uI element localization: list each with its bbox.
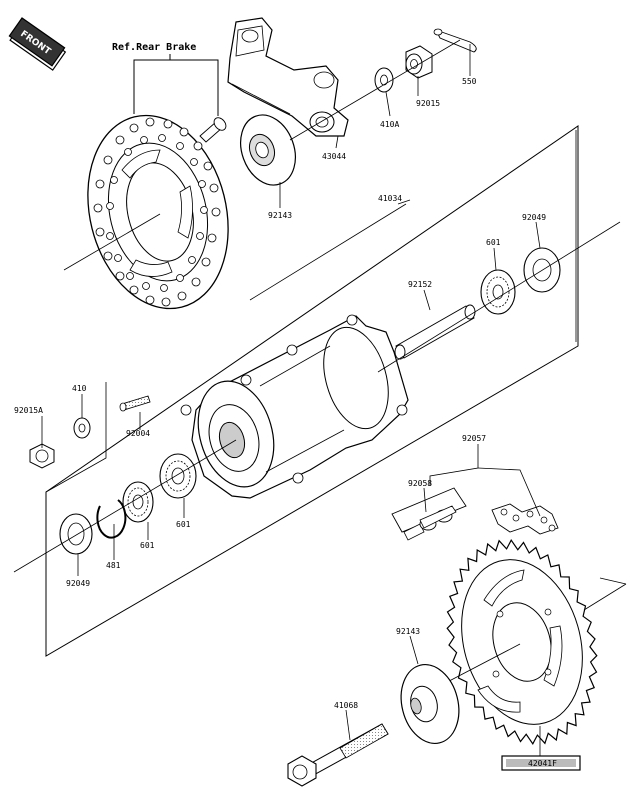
- caliper-bracket: [227, 17, 349, 137]
- label-481: 481: [106, 561, 121, 570]
- label-92015: 92015: [416, 99, 440, 108]
- bearing-left-inner: [159, 453, 197, 499]
- label-92143-lower: 92143: [396, 627, 420, 636]
- bearing-right: [480, 269, 516, 315]
- stud-92004: [119, 395, 151, 412]
- bearing-left-outer: [122, 481, 154, 523]
- ref-rear-brake-note: Ref.Rear Brake: [112, 42, 196, 53]
- drive-chain: [491, 503, 559, 535]
- rear-sprocket: [446, 539, 598, 745]
- wheel-hub: [180, 314, 409, 499]
- part-labels: 550 92015 410A 43044 92143 41034 92049 6…: [14, 77, 546, 710]
- label-41068: 41068: [334, 701, 358, 710]
- label-92058: 92058: [408, 479, 432, 488]
- label-601-left-outer: 601: [140, 541, 155, 550]
- label-601-right: 601: [486, 238, 501, 247]
- label-92057: 92057: [462, 434, 486, 443]
- label-42041f-box: 42041F: [501, 755, 581, 771]
- nut-92015: [405, 45, 433, 79]
- cotter-pin: [433, 28, 477, 53]
- label-92143-upper: 92143: [268, 211, 292, 220]
- front-badge: FRONT: [8, 17, 67, 71]
- brake-disc: [87, 114, 229, 310]
- label-410: 410: [72, 384, 87, 393]
- label-92049-left: 92049: [66, 579, 90, 588]
- nut-92015a: [29, 443, 55, 469]
- label-92004: 92004: [126, 429, 150, 438]
- washer-410: [73, 417, 91, 439]
- collar-upper: [240, 114, 296, 186]
- label-601-left-inner: 601: [176, 520, 191, 529]
- chain-joint: [391, 487, 467, 541]
- label-92152: 92152: [408, 280, 432, 289]
- circlip-481: [96, 499, 127, 539]
- label-42041f: 42041F: [528, 759, 557, 768]
- label-41034: 41034: [378, 194, 402, 203]
- label-550: 550: [462, 77, 477, 86]
- label-410a: 410A: [380, 120, 399, 129]
- leader-lines: [41, 44, 541, 756]
- spacer-tube: [394, 304, 476, 360]
- label-92049-right: 92049: [522, 213, 546, 222]
- collar-lower: [400, 664, 460, 744]
- label-92015a: 92015A: [14, 406, 43, 415]
- label-43044: 43044: [322, 152, 346, 161]
- disc-bolt: [199, 117, 227, 143]
- oil-seal-left: [59, 513, 93, 555]
- washer-410a: [374, 67, 394, 93]
- rear-axle: [287, 723, 389, 787]
